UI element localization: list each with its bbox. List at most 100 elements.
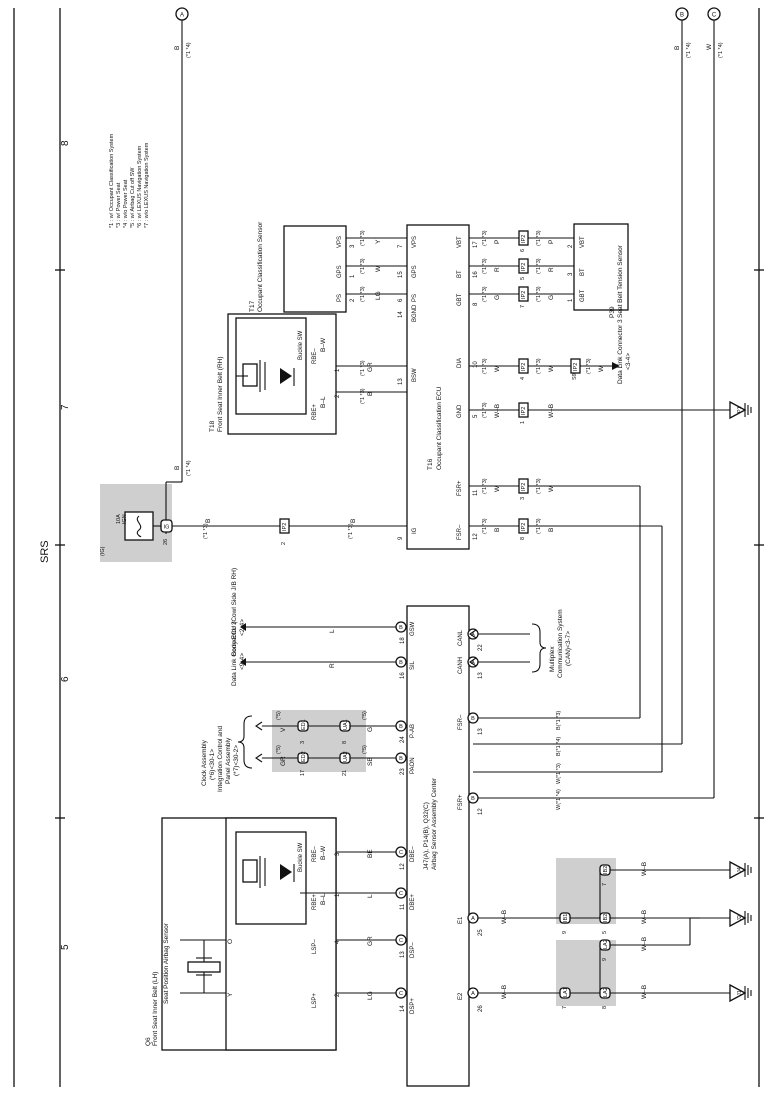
svg-text:(CAN)<3-7>: (CAN)<3-7> — [565, 631, 572, 666]
svg-text:DBE+: DBE+ — [410, 894, 416, 910]
svg-text:14: 14 — [400, 1005, 406, 1012]
svg-text:ED2: ED2 — [301, 751, 307, 762]
svg-text:W: W — [494, 365, 501, 372]
svg-text:VBT: VBT — [580, 236, 586, 248]
svg-text:W: W — [375, 265, 382, 272]
svg-text:LSP+: LSP+ — [312, 993, 318, 1008]
svg-text:W–B: W–B — [641, 937, 648, 951]
svg-text:<2-4>: <2-4> — [239, 619, 246, 636]
svg-text:S9: S9 — [572, 373, 578, 380]
svg-text:9: 9 — [562, 931, 568, 934]
svg-text:IP2: IP2 — [573, 363, 579, 371]
svg-text:GBT: GBT — [457, 293, 463, 306]
svg-text:W–B: W–B — [641, 910, 648, 924]
svg-text:Buckle SW: Buckle SW — [298, 330, 304, 360]
svg-text:T17: T17 — [249, 300, 256, 312]
svg-text:LSP–: LSP– — [312, 939, 318, 954]
svg-text:Airbag Sensor Assembly Center: Airbag Sensor Assembly Center — [431, 777, 438, 870]
svg-text:5: 5 — [602, 931, 608, 934]
svg-text:(*5): (*5) — [276, 745, 282, 754]
svg-text:2: 2 — [335, 993, 341, 997]
svg-text:W–B: W–B — [548, 404, 555, 418]
svg-text:P-AB: P-AB — [410, 724, 416, 738]
svg-text:B: B — [205, 519, 212, 523]
svg-text:(*1 *3): (*1 *3) — [348, 523, 354, 539]
svg-text:W(*1 *3): W(*1 *3) — [556, 763, 562, 784]
ground-p1: P1 — [729, 400, 752, 420]
svg-text:E1: E1 — [458, 916, 464, 924]
note-4: *4 : w/o Power Seat — [123, 179, 129, 228]
svg-text:VPS: VPS — [412, 236, 418, 248]
svg-text:B–W: B–W — [320, 337, 327, 352]
svg-text:CANH: CANH — [458, 657, 464, 674]
svg-text:G: G — [494, 295, 501, 300]
svg-text:W: W — [548, 365, 555, 372]
ground-j4: J4 — [729, 860, 752, 880]
svg-text:B: B — [399, 660, 403, 666]
svg-text:4: 4 — [520, 377, 526, 380]
svg-text:J2: J2 — [737, 915, 743, 921]
svg-text:(*1 *3): (*1 *3) — [482, 286, 488, 302]
buckle-lh: Q6 Front Seat Inner Belt (LH) Seat Posit… — [145, 817, 341, 1051]
svg-text:Buckle SW: Buckle SW — [298, 842, 304, 872]
svg-text:4: 4 — [335, 940, 341, 944]
buckle-rh: T18 Front Seat Inner Belt (RH) Buckle SW… — [209, 313, 341, 435]
svg-text:IP2: IP2 — [521, 235, 527, 243]
note-6: *6 : w/ LEXUS Navigation System — [137, 145, 143, 228]
svg-text:Y: Y — [227, 992, 234, 997]
svg-text:GPS: GPS — [337, 265, 343, 278]
svg-text:(*1 *3): (*1 *3) — [586, 358, 592, 374]
svg-text:(*1 *3): (*1 *3) — [360, 230, 366, 246]
svg-text:PS: PS — [337, 294, 343, 302]
ecu-right-pins: FSR– 12 FSR+ 11 GND 5 DIA 10 GBT 8 BT 16… — [457, 236, 479, 540]
section-title: SRS — [39, 540, 51, 563]
can-lines: Multiplex Communication System (CAN)<3-7… — [469, 609, 572, 678]
svg-text:B–W: B–W — [320, 845, 327, 860]
svg-text:23: 23 — [400, 768, 406, 775]
svg-text:Multiplex: Multiplex — [549, 646, 556, 672]
svg-text:IP2: IP2 — [521, 523, 527, 531]
svg-text:2: 2 — [281, 542, 287, 545]
svg-text:2: 2 — [350, 298, 356, 302]
svg-text:9: 9 — [398, 536, 404, 540]
ground-j1: J1 — [729, 983, 752, 1003]
svg-text:DSP+: DSP+ — [410, 998, 416, 1014]
svg-text:W–B: W–B — [641, 985, 648, 999]
note-1: *1 : w/ Occupant Classification System — [109, 133, 115, 228]
dlc3-link: Data Link Connector 3 <3-4> — [612, 319, 632, 384]
gsw-sil-lines: L Body ECU (Cowl Side J/B RH) <2-4> R Da… — [231, 568, 396, 686]
svg-text:(*1 *3): (*1 *3) — [482, 358, 488, 374]
svg-text:10A: 10A — [116, 514, 122, 524]
svg-text:BT: BT — [457, 270, 463, 278]
svg-text:26: 26 — [163, 539, 169, 545]
svg-text:1: 1 — [350, 274, 356, 278]
svg-text:B–L: B–L — [320, 893, 327, 905]
svg-text:O: O — [227, 939, 234, 944]
svg-text:Y: Y — [375, 239, 382, 244]
svg-text:BT: BT — [580, 268, 586, 276]
svg-text:DSP–: DSP– — [410, 942, 416, 958]
svg-text:W–B: W–B — [641, 862, 648, 876]
svg-text:13: 13 — [398, 378, 404, 385]
svg-text:RBE+: RBE+ — [312, 404, 318, 420]
note-3: *3 : w/ Power Seat — [116, 182, 122, 228]
svg-text:LA1: LA1 — [563, 987, 569, 997]
svg-text:W–B: W–B — [494, 404, 501, 418]
svg-text:(*5): (*5) — [362, 745, 368, 754]
ecu-left-pins: 9 IG 13 BSW 14 BGND 6 PS 15 GPS 7 VPS — [398, 236, 418, 540]
svg-text:A: A — [471, 916, 475, 922]
svg-text:IGN: IGN — [122, 514, 128, 524]
svg-text:A: A — [180, 13, 184, 19]
svg-text:IG: IG — [412, 527, 418, 534]
svg-text:C: C — [399, 991, 403, 997]
svg-text:(*1 *3): (*1 *3) — [536, 286, 542, 302]
ref-c: C — [707, 7, 721, 21]
svg-text:25: 25 — [478, 929, 484, 936]
q6-wires: LG GR L BE Y O B–L B–W — [227, 845, 396, 1000]
svg-text:8: 8 — [473, 302, 479, 306]
svg-text:(*5): (*5) — [276, 711, 282, 720]
svg-text:(*1 *3): (*1 *3) — [536, 230, 542, 246]
svg-text:12: 12 — [400, 863, 406, 870]
svg-text:<9-4>: <9-4> — [239, 653, 246, 670]
